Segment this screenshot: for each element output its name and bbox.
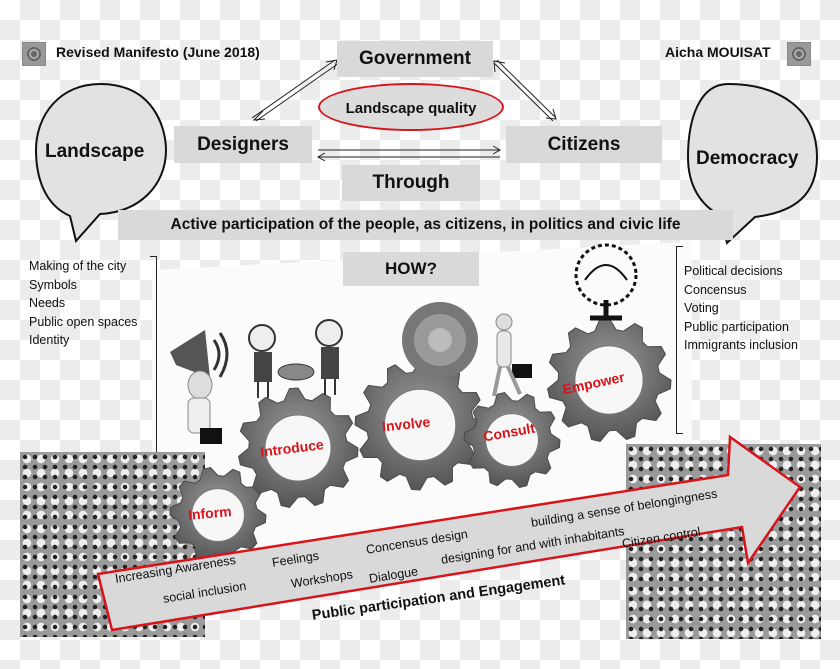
author-name: Aicha MOUISAT — [665, 44, 771, 60]
list-item: Symbols — [29, 277, 77, 292]
walking-person-briefcase-icon — [492, 313, 532, 397]
active-participation-banner: Active participation of the people, as c… — [118, 210, 733, 240]
democracy-speech-bubble — [686, 82, 819, 245]
list-item: Making of the city — [29, 259, 127, 273]
arrow-designers-government — [251, 59, 336, 119]
list-item: Political decisions — [684, 264, 783, 278]
mosaic-pattern-icon — [22, 42, 46, 66]
list-item: Public participation — [684, 319, 789, 334]
landscape-aspects-list: Making of the city Symbols Needs Public … — [29, 257, 137, 350]
handshake-people-icon — [248, 319, 343, 398]
list-item: Needs — [29, 296, 66, 310]
government-box: Government — [337, 41, 493, 77]
list-item: Voting — [684, 301, 719, 315]
list-item: Public open spaces — [29, 314, 138, 329]
manifesto-title: Revised Manifesto (June 2018) — [56, 44, 260, 60]
people-tree-icon — [574, 243, 638, 321]
through-box: Through — [342, 165, 480, 201]
gear-hub — [574, 345, 644, 415]
list-item: Concensus — [684, 282, 747, 297]
mosaic-pattern-icon — [787, 42, 811, 66]
how-box: HOW? — [343, 252, 479, 286]
group-circle-icon — [402, 302, 478, 378]
gear-hub — [383, 388, 457, 462]
landscape-speech-bubble — [34, 82, 168, 244]
list-item: Identity — [29, 333, 70, 347]
list-item: Immigrants inclusion — [684, 338, 798, 352]
landscape-label: Landscape — [45, 141, 145, 162]
designers-box: Designers — [174, 126, 312, 163]
arrow-government-citizens — [496, 59, 557, 119]
democracy-label: Democracy — [696, 148, 799, 169]
gear-hub — [191, 488, 245, 542]
gear-hub — [485, 413, 539, 467]
engagement-arrow-shape — [96, 434, 802, 632]
gear-hub — [264, 414, 332, 482]
landscape-quality-ellipse: Landscape quality — [318, 83, 504, 131]
citizens-box: Citizens — [506, 126, 662, 163]
megaphone-person-icon — [170, 330, 229, 444]
right-bracket — [676, 246, 683, 434]
democracy-aspects-list: Political decisions Concensus Voting Pub… — [684, 262, 798, 355]
